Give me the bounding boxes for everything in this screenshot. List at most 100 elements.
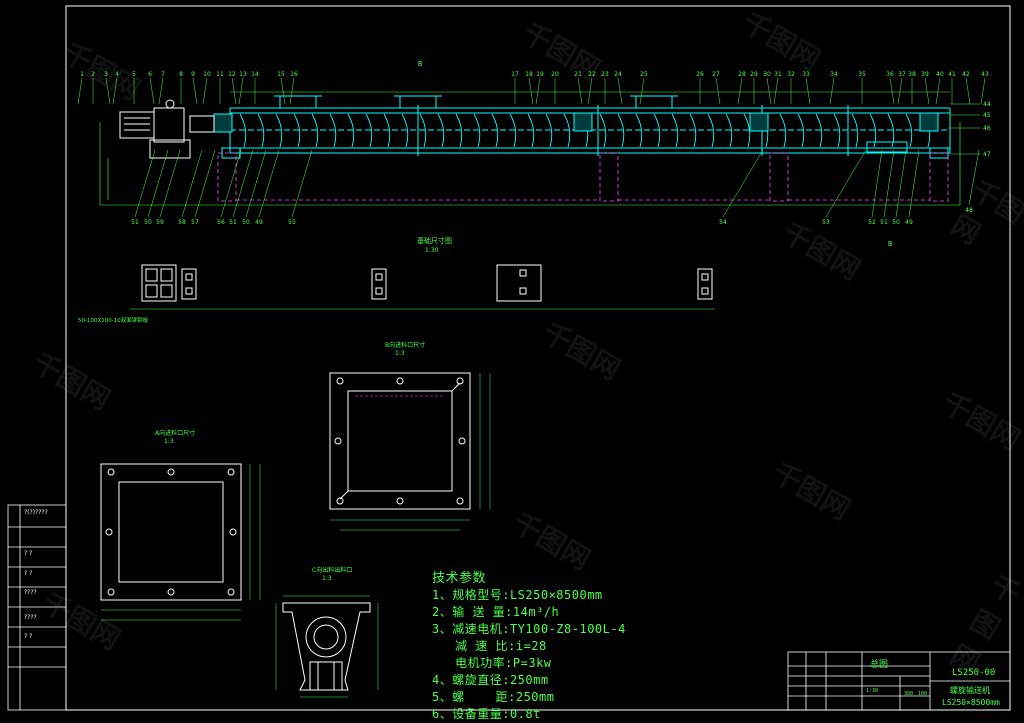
callout-top-22: 22	[588, 71, 596, 78]
callout-top-20: 20	[551, 71, 559, 78]
callout-bottom-left-51: 51	[131, 219, 139, 226]
screw-flight	[365, 113, 373, 148]
foundation-view	[141, 264, 713, 302]
callout-leader	[722, 149, 764, 218]
title-block-product-spec: LS250×8500mm	[942, 698, 1000, 707]
callout-leader	[245, 149, 267, 218]
callout-bottom-left-50: 50	[144, 219, 152, 226]
callout-top-43: 43	[981, 71, 989, 78]
screw-flight	[617, 113, 625, 148]
screw-flight	[239, 113, 247, 148]
callout-top-1: 1	[80, 71, 84, 78]
inlet-b-dims	[330, 373, 491, 531]
screw-flight	[743, 113, 751, 148]
title-block-frame	[787, 651, 1011, 711]
callout-top-40: 40	[936, 71, 944, 78]
callout-leader	[77, 77, 83, 105]
screw-flight	[419, 113, 427, 148]
callout-top-19: 19	[536, 71, 544, 78]
hanger-bearings	[213, 112, 939, 133]
screw-flight	[869, 113, 877, 148]
screw-flight	[653, 113, 661, 148]
outlet-c-dims	[275, 595, 379, 698]
callout-leader	[149, 77, 155, 105]
callout-leader	[980, 77, 986, 105]
screw-flight	[293, 113, 301, 148]
callout-bottom-left-58: 58	[178, 219, 186, 226]
side-table-row: ? ?	[24, 550, 32, 557]
side-table-row: ????	[24, 589, 37, 596]
foundation-title: 基础尺寸图	[417, 236, 452, 245]
callout-leader	[231, 77, 237, 105]
bolt-hole	[105, 528, 113, 536]
screw-flight	[779, 113, 787, 148]
callout-top-6: 6	[148, 71, 152, 78]
callout-bottom-right-49: 49	[905, 219, 913, 226]
callout-top-7: 7	[161, 71, 165, 78]
bolt-hole	[107, 588, 115, 596]
callout-bottom-left-59: 59	[156, 219, 164, 226]
callout-leader	[134, 149, 156, 218]
callout-top-25: 25	[640, 71, 648, 78]
callout-bottom-right-50: 50	[892, 219, 900, 226]
callout-bottom-left-56: 56	[217, 219, 225, 226]
callout-bottom-right-48: 48	[965, 207, 973, 214]
screw-flight	[491, 113, 499, 148]
tech-line-5: 电机功率:P=3kw	[432, 656, 552, 670]
callout-bottom-left-57: 57	[191, 219, 199, 226]
callout-leader	[587, 77, 593, 105]
screw-flight	[689, 113, 697, 148]
callout-top-12: 12	[228, 71, 236, 78]
callout-bottom-right-51: 51	[880, 219, 888, 226]
tech-line-3: 3、减速电机:TY100-Z8-100L-4	[432, 622, 626, 636]
bolt-hole	[227, 468, 235, 476]
title-block-product-name: 螺旋输送机	[950, 685, 990, 695]
callout-leader	[715, 77, 721, 105]
callout-leaders	[77, 77, 986, 218]
callout-top-42: 42	[962, 71, 970, 78]
screw-flight	[887, 113, 895, 148]
callout-top-10: 10	[203, 71, 211, 78]
screw-flight	[563, 113, 571, 148]
screw-flight	[797, 113, 805, 148]
callout-leader	[192, 77, 198, 105]
callout-leader	[220, 149, 242, 218]
callout-top-26: 26	[696, 71, 704, 78]
callout-top-11: 11	[216, 71, 224, 78]
callout-right-46: 46	[983, 125, 991, 132]
callout-top-18: 18	[525, 71, 533, 78]
callout-leader	[112, 77, 118, 105]
screw-flight	[671, 113, 679, 148]
callout-top-36: 36	[886, 71, 894, 78]
callout-leader	[766, 77, 772, 105]
callout-leader	[528, 77, 534, 105]
screw-flight	[257, 113, 265, 148]
callout-leader	[280, 77, 286, 105]
callout-leader	[181, 149, 203, 218]
callout-top-37: 37	[898, 71, 906, 78]
section-mark-top: B	[418, 60, 422, 68]
callout-leader	[737, 77, 743, 105]
callout-leader	[908, 149, 920, 218]
side-table	[7, 504, 67, 711]
bolt-hole	[396, 497, 404, 505]
bolt-hole	[334, 437, 342, 445]
screw-flight	[725, 113, 733, 148]
callout-leader	[883, 149, 895, 218]
bolt-hole	[107, 468, 115, 476]
callout-leader	[871, 149, 883, 218]
callout-top-17: 17	[511, 71, 519, 78]
tech-line-6: 4、螺旋直径:250mm	[432, 673, 549, 687]
screw-flight	[833, 113, 841, 148]
callout-top-21: 21	[574, 71, 582, 78]
callout-leader	[289, 77, 295, 105]
callout-bottom-left-49: 49	[255, 219, 263, 226]
callout-leader	[889, 77, 895, 105]
screw-flight	[527, 113, 535, 148]
bolt-hole	[456, 377, 464, 385]
foundation-scale: 1:30	[425, 247, 439, 254]
callout-top-13: 13	[239, 71, 247, 78]
callout-top-2: 2	[91, 71, 95, 78]
callout-leader	[825, 149, 867, 218]
